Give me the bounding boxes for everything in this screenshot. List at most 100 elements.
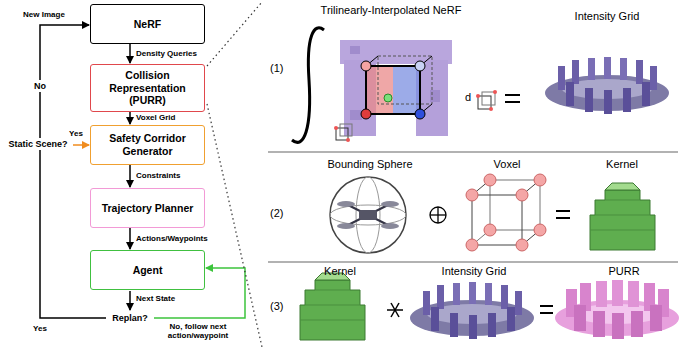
label-text: (1) xyxy=(270,62,294,75)
grid-pillar xyxy=(485,283,492,305)
next-state-arrow xyxy=(129,291,131,310)
corner-dot xyxy=(489,107,493,111)
label-text: Trilinearly-Interpolated NeRF xyxy=(320,4,462,17)
grid-pillar xyxy=(469,282,476,304)
sphere-line xyxy=(356,177,380,253)
edge-label: Density Queries xyxy=(136,49,197,58)
label-text: No xyxy=(26,80,54,92)
grid-pillar xyxy=(488,313,496,337)
grid-pillar xyxy=(604,90,612,114)
equals-sign xyxy=(556,210,570,212)
purr-pillar xyxy=(612,280,623,306)
label-text: Intensity Grid xyxy=(555,10,659,23)
equals-sign xyxy=(505,101,520,103)
sphere-outline xyxy=(330,177,406,253)
arch-texture xyxy=(350,46,360,54)
grid-pillar xyxy=(515,291,522,315)
corner-dot xyxy=(415,61,425,71)
drone-arm xyxy=(348,205,388,225)
plus-circle xyxy=(437,207,438,223)
corner-dot xyxy=(361,61,371,71)
grid-pillar xyxy=(566,82,574,106)
grid-pillar xyxy=(588,58,595,80)
grid-pillar xyxy=(623,88,631,112)
plus-circle xyxy=(430,207,446,223)
equals-sign xyxy=(540,305,553,307)
kernel-body xyxy=(590,190,655,250)
red-half xyxy=(366,66,393,114)
label-text: (3) xyxy=(270,300,294,313)
star-stroke xyxy=(391,303,399,317)
purr-pillar xyxy=(631,311,643,337)
corner-dot xyxy=(516,189,528,201)
kernel-top xyxy=(605,183,640,190)
star-stroke xyxy=(391,303,399,317)
purr-pillar xyxy=(574,305,586,331)
box-text: Collision Representation (PURR) xyxy=(96,69,199,107)
kernel-body xyxy=(300,280,365,340)
bounding-sphere xyxy=(330,177,406,253)
kernel-step xyxy=(305,305,360,306)
kernel-step xyxy=(590,230,655,231)
grid-pillar xyxy=(423,291,430,315)
grid-pillar xyxy=(636,60,643,84)
grid-pillar xyxy=(501,285,508,309)
zoom-line xyxy=(207,2,262,66)
edge-label: Constraints xyxy=(136,171,180,180)
voxel-cube xyxy=(466,174,546,251)
label-text: Voxel xyxy=(470,158,544,171)
edge-label: Voxel Grid xyxy=(136,113,175,122)
process-box: Safety Corridor Generator xyxy=(90,125,205,165)
kernel-blob xyxy=(300,273,365,340)
grid-pillar xyxy=(650,66,657,90)
kernel-blob xyxy=(590,183,655,250)
label-text: New Image xyxy=(14,10,74,19)
nerf-arch xyxy=(340,40,452,136)
convolution-star xyxy=(387,303,403,317)
separator xyxy=(268,151,678,153)
arch-texture xyxy=(350,110,362,120)
grid-pillar xyxy=(604,57,611,79)
label-text: No, follow next action/waypoint xyxy=(150,322,246,340)
small-cube xyxy=(476,90,497,111)
purr-pillar xyxy=(628,281,639,307)
corner-dot xyxy=(361,109,371,119)
corner-dot xyxy=(484,224,496,236)
label-text: (2) xyxy=(270,207,294,220)
corner-dot xyxy=(476,94,480,98)
grid-pillar xyxy=(453,283,460,305)
grid-pillar xyxy=(572,60,579,84)
edge-label: Actions/Waypoints xyxy=(136,234,208,243)
equals-sign xyxy=(540,312,553,314)
label-text: Replan? xyxy=(106,312,154,324)
integral-sign xyxy=(292,28,324,143)
grid-pillar xyxy=(469,315,477,339)
drone-rotor xyxy=(381,201,399,207)
grid-pillar xyxy=(620,58,627,80)
grid-pillar xyxy=(558,66,565,90)
corner-dot xyxy=(484,174,496,186)
process-box: Collision Representation (PURR) xyxy=(90,64,205,112)
sphere-line xyxy=(330,205,406,225)
corner-dot xyxy=(346,138,350,142)
label-text: Bounding Sphere xyxy=(310,158,430,171)
drone-rotor xyxy=(337,201,355,207)
cube-face xyxy=(478,96,491,109)
cube-face xyxy=(340,124,352,136)
corner-dot xyxy=(493,90,497,94)
small-cube xyxy=(334,124,352,142)
label-text: d xyxy=(465,91,477,104)
kernel-step xyxy=(595,215,650,216)
flow-arrow xyxy=(129,228,131,249)
drone-rotor xyxy=(381,223,399,229)
label-text: Intensity Grid xyxy=(422,265,526,278)
blue-half xyxy=(393,66,420,114)
drone-body xyxy=(359,210,377,220)
equals-sign xyxy=(556,217,570,219)
label-text: PURR xyxy=(572,265,676,278)
zoom-line xyxy=(207,104,262,347)
flow-arrow xyxy=(129,165,131,187)
kernel-step xyxy=(605,200,640,201)
